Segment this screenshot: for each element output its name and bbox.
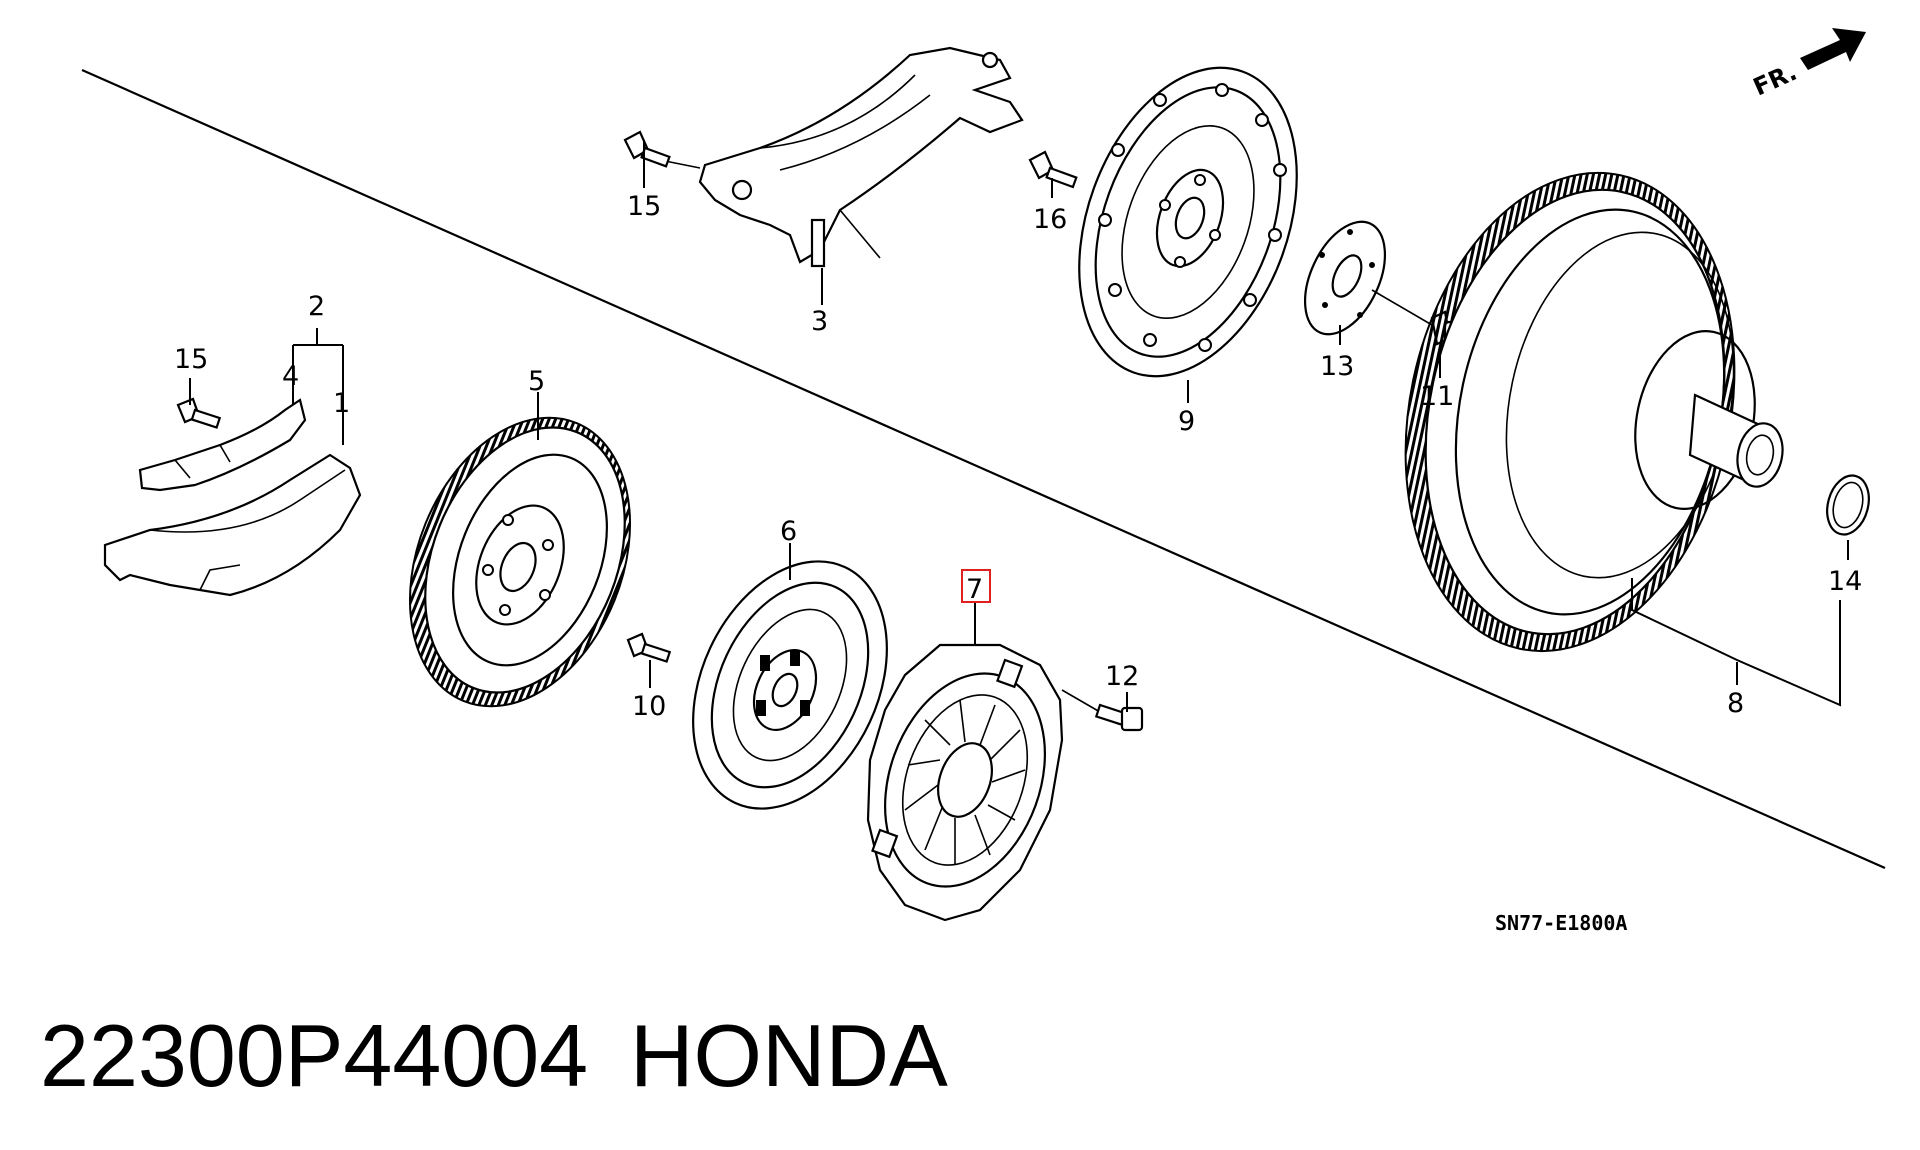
label-5: 5 — [528, 366, 545, 397]
part-6-clutch-disc — [692, 560, 888, 810]
part-14-o-ring — [1826, 474, 1870, 536]
brand-caption: HONDA — [630, 1006, 948, 1105]
label-8: 8 — [1727, 688, 1744, 719]
part-number-caption: 22300P44004 — [40, 1006, 589, 1105]
label-11: 11 — [1420, 381, 1454, 412]
label-9: 9 — [1178, 406, 1195, 437]
part-7-pressure-plate — [866, 643, 1064, 922]
label-16: 16 — [1033, 204, 1067, 235]
label-13: 13 — [1320, 351, 1354, 382]
part-9-drive-plate — [1078, 66, 1298, 378]
separator-line — [81, 68, 1886, 870]
leader-lines — [189, 140, 1849, 712]
bolt-15-left-icon — [176, 397, 222, 429]
direction-label: FR. — [1749, 58, 1801, 102]
label-14: 14 — [1828, 566, 1862, 597]
front-direction-arrow-icon: FR. — [1749, 28, 1866, 101]
label-1: 1 — [333, 388, 350, 419]
label-2: 2 — [308, 291, 325, 322]
label-15-top: 15 — [627, 191, 661, 222]
label-12: 12 — [1105, 661, 1139, 692]
label-10: 10 — [632, 691, 666, 722]
part-8-torque-converter — [1404, 171, 1784, 653]
bolt-10-icon — [626, 632, 672, 663]
label-3: 3 — [811, 306, 828, 337]
label-4: 4 — [282, 361, 299, 392]
bolt-16-icon — [1028, 150, 1078, 189]
bolt-12-icon — [1061, 689, 1144, 732]
callout-labels: 2 15 4 1 5 15 3 16 9 13 11 6 7 10 12 14 … — [174, 191, 1862, 722]
label-15-left: 15 — [174, 344, 208, 375]
part-1-lower-cover — [103, 453, 362, 597]
bolt-15-top-icon — [623, 130, 671, 168]
label-7: 7 — [966, 574, 983, 605]
part-13-washer — [1303, 220, 1387, 336]
part-3-upper-cover — [659, 46, 1024, 268]
part-4-cover-piece — [138, 398, 307, 492]
label-6: 6 — [780, 516, 797, 547]
part-5-flywheel — [408, 416, 632, 708]
drawing-code: SN77-E1800A — [1495, 911, 1627, 935]
highlight-box-7 — [961, 569, 991, 603]
